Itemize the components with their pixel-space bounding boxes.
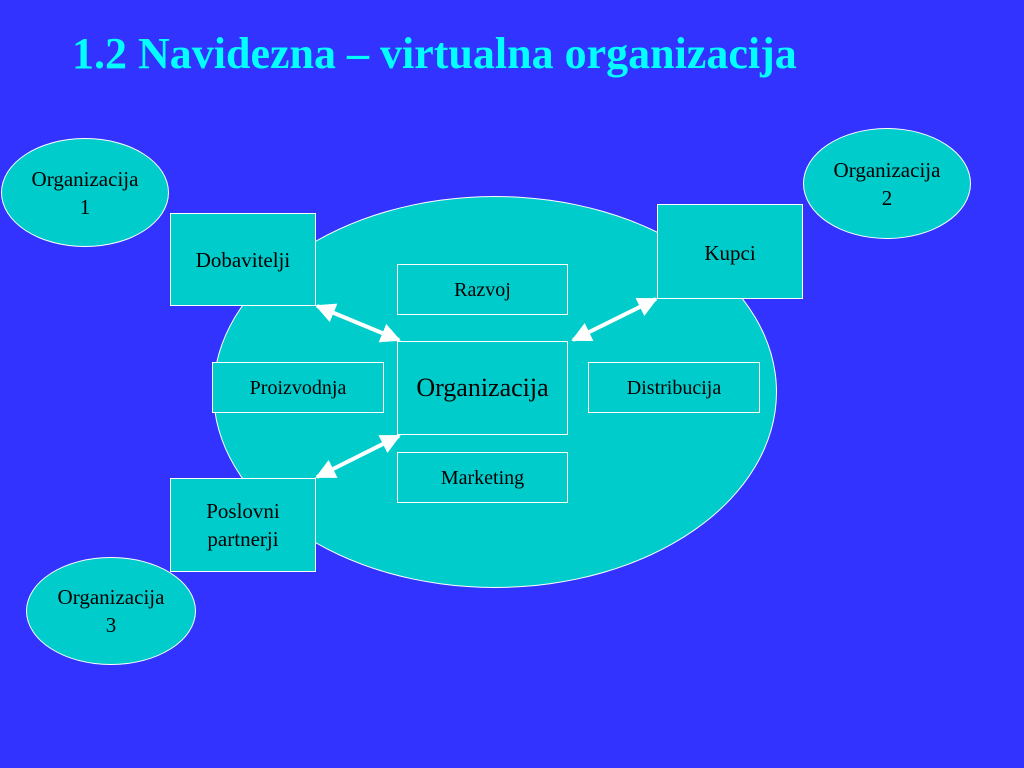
external-org-1-label: Organizacija [31,166,139,191]
distribution-box: Distribucija [588,362,760,413]
partners-label-line1: Poslovni [206,499,280,523]
arrow-org-suppliers [315,303,401,343]
customers-box: Kupci [657,204,803,299]
production-label: Proizvodnja [249,376,347,399]
customers-label: Kupci [704,241,756,265]
external-org-2: Organizacija 2 [803,128,971,239]
external-org-1: Organizacija 1 [1,138,169,247]
distribution-label: Distribucija [626,376,722,399]
external-org-3-label: Organizacija [57,585,165,609]
marketing-box: Marketing [397,452,568,503]
arrow-org-partners [315,434,401,479]
external-org-3-number: 3 [105,613,117,637]
slide-title: 1.2 Navidezna – virtualna organizacija [72,29,797,78]
arrow-org-customers [571,297,658,342]
partners-label-line2: partnerji [207,527,279,551]
development-label: Razvoj [454,278,511,301]
development-box: Razvoj [397,264,568,315]
suppliers-box: Dobavitelji [170,213,316,306]
organization-box: Organizacija [397,341,568,435]
external-org-3: Organizacija 3 [26,557,196,665]
organization-label: Organizacija [416,373,549,402]
external-org-2-number: 2 [881,185,893,210]
external-org-2-label: Organizacija [833,157,941,182]
production-box: Proizvodnja [212,362,384,413]
external-org-1-number: 1 [79,194,91,219]
partners-box: Poslovni partnerji [170,478,316,572]
suppliers-label: Dobavitelji [195,247,291,272]
marketing-label: Marketing [440,466,525,489]
